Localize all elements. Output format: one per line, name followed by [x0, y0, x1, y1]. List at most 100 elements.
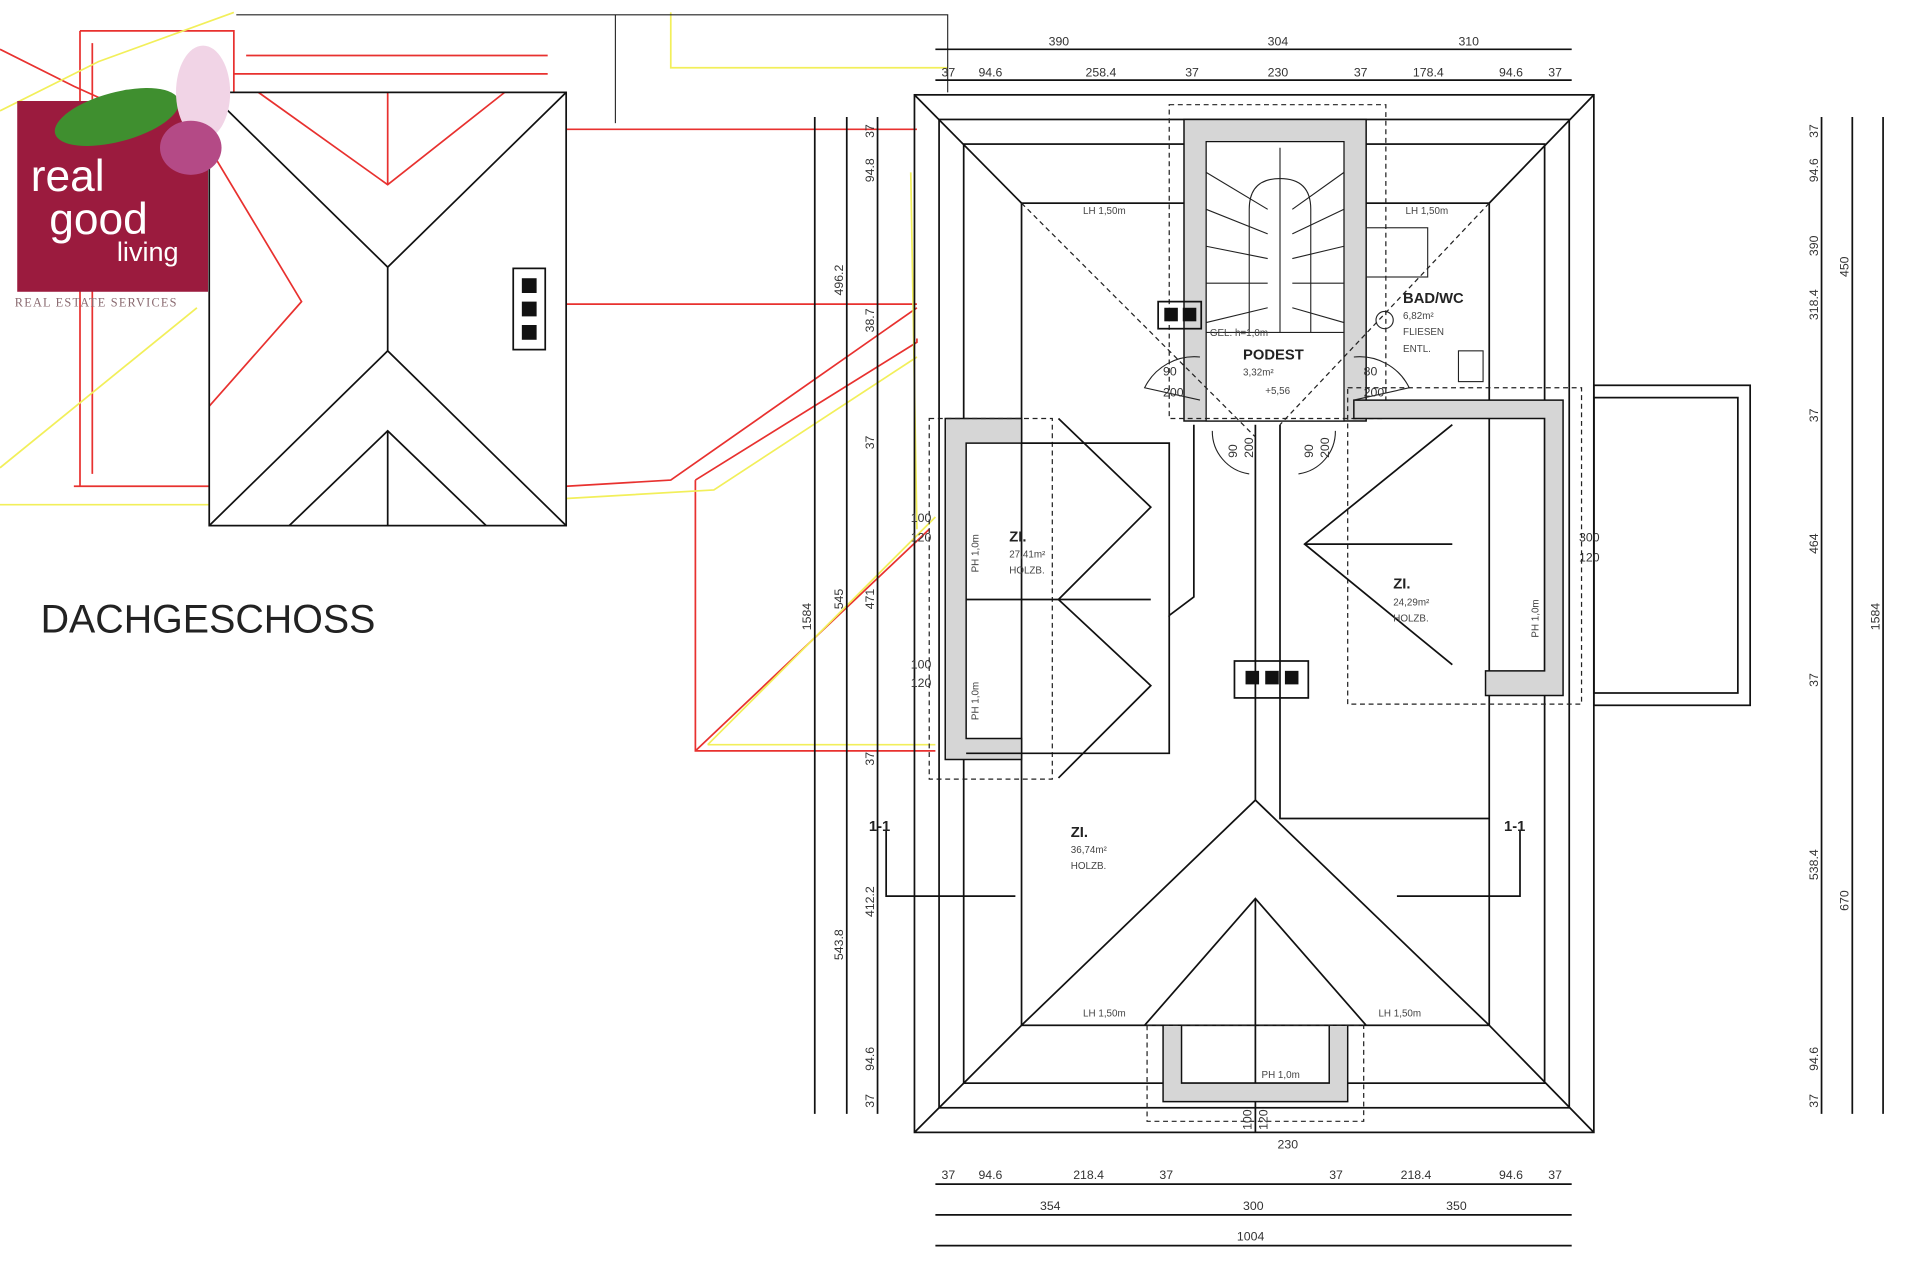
- dim-label: 300: [1243, 1199, 1264, 1213]
- staircase: [1205, 147, 1345, 333]
- dim-label: 94.6: [978, 65, 1002, 79]
- dim-label: 258.4: [1086, 65, 1117, 79]
- brand-logo: real good living REAL ESTATE SERVICES: [15, 45, 231, 310]
- dim-label: 38.7: [863, 308, 877, 332]
- window-height: 120: [911, 676, 932, 690]
- dim-label: 37: [1548, 1168, 1562, 1182]
- dim-label: 390: [1049, 35, 1070, 49]
- dim-label: 37: [1159, 1168, 1173, 1182]
- dim-label: 37: [942, 65, 956, 79]
- dim-label: 178.4: [1413, 65, 1444, 79]
- dim-label: 496.2: [832, 265, 846, 296]
- dim-label: 218.4: [1401, 1168, 1432, 1182]
- dim-label: 37: [1807, 408, 1821, 422]
- section-mark: 1-1: [1504, 819, 1525, 835]
- dim-label: 450: [1838, 256, 1852, 277]
- dim-label: 94.6: [978, 1168, 1002, 1182]
- dim-label: 545: [832, 589, 846, 610]
- room-floor: HOLZB.: [1071, 861, 1107, 872]
- dim-label: 230: [1268, 65, 1289, 79]
- dim-label: 1584: [800, 603, 814, 631]
- lh-note: LH 1,50m: [1378, 1009, 1421, 1020]
- dim-label: 94.6: [1499, 1168, 1523, 1182]
- dim-label: 37: [1807, 124, 1821, 138]
- room-area: 3,32m²: [1243, 367, 1274, 378]
- door-height: 200: [1163, 385, 1184, 399]
- logo-text-good: good: [49, 195, 148, 244]
- dim-label: 94.6: [1807, 158, 1821, 182]
- window-width: 100: [1241, 1109, 1255, 1130]
- logo-text-real: real: [31, 152, 105, 201]
- dim-label: 304: [1268, 35, 1289, 49]
- window-height: 120: [911, 531, 932, 545]
- ph-note: PH 1,0m: [970, 682, 981, 720]
- room-floor: FLIESEN: [1403, 327, 1444, 338]
- lh-note: LH 1,50m: [1406, 206, 1449, 217]
- room-floor: HOLZB.: [1009, 566, 1044, 577]
- main-building: [885, 93, 1752, 1134]
- dim-label: 471: [863, 589, 877, 610]
- page-title: DACHGESCHOSS: [41, 598, 376, 642]
- dim-label: 464: [1807, 533, 1821, 554]
- dim-label: 94.6: [863, 1047, 877, 1071]
- dimension-texts: 390 304 310 37 94.6 258.4 37 230 37 178.…: [800, 35, 1882, 1244]
- dim-label: 354: [1040, 1199, 1061, 1213]
- door-width: 90: [1302, 444, 1316, 458]
- room-area: 24,29m²: [1393, 598, 1430, 609]
- dim-label: 670: [1838, 890, 1852, 911]
- dim-label: 37: [863, 752, 877, 766]
- dim-label: 310: [1458, 35, 1479, 49]
- lh-note: LH 1,50m: [1083, 1009, 1126, 1020]
- window-height: 120: [1579, 550, 1600, 564]
- window-width: 100: [911, 511, 932, 525]
- dim-label: 94.8: [863, 158, 877, 182]
- room-area: 36,74m²: [1071, 845, 1108, 856]
- room-name: ZI.: [1071, 825, 1088, 841]
- logo-tagline: REAL ESTATE SERVICES: [15, 296, 178, 310]
- ph-note: PH 1,0m: [1262, 1070, 1300, 1081]
- dim-label: 218.4: [1073, 1168, 1104, 1182]
- dim-label: 318.4: [1807, 289, 1821, 320]
- ph-note: PH 1,0m: [970, 534, 981, 572]
- dimension-lines: [813, 48, 1884, 1247]
- dim-label: 37: [1185, 65, 1199, 79]
- dim-label: 37: [1807, 673, 1821, 687]
- room-area: 27,41m²: [1009, 550, 1046, 561]
- ph-note: PH 1,0m: [1530, 599, 1541, 637]
- dim-label: 350: [1446, 1199, 1467, 1213]
- room-name: ZI.: [1393, 576, 1410, 592]
- dim-label: 37: [942, 1168, 956, 1182]
- door-width: 90: [1163, 364, 1177, 378]
- dim-label: 37: [1329, 1168, 1343, 1182]
- room-name: BAD/WC: [1403, 291, 1464, 307]
- logo-text-living: living: [117, 236, 179, 267]
- dim-label: 37: [863, 435, 877, 449]
- lh-note: LH 1,50m: [1083, 206, 1126, 217]
- dim-label: 37: [1807, 1094, 1821, 1108]
- door-width: 90: [1226, 444, 1240, 458]
- door-height: 200: [1242, 437, 1256, 458]
- dim-label: 94.6: [1807, 1047, 1821, 1071]
- dim-label: 37: [1354, 65, 1368, 79]
- dim-label: 538.4: [1807, 849, 1821, 880]
- room-note: ENTL.: [1403, 344, 1431, 355]
- room-name: PODEST: [1243, 347, 1304, 363]
- dim-label: 37: [863, 1094, 877, 1108]
- door-height: 200: [1364, 385, 1385, 399]
- dim-label: 1584: [1868, 603, 1882, 631]
- dim-label: 543.8: [832, 929, 846, 960]
- railing-note: GEL. h=1,0m: [1210, 328, 1268, 339]
- dim-label: 412.2: [863, 886, 877, 917]
- dim-label: 390: [1807, 235, 1821, 256]
- room-labels: ZI. 27,41m² HOLZB. ZI. 24,29m² HOLZB. ZI…: [869, 206, 1542, 1081]
- dim-label: 1004: [1237, 1230, 1265, 1244]
- dim-label: 37: [1548, 65, 1562, 79]
- door-width: 80: [1364, 364, 1378, 378]
- window-width: 100: [911, 657, 932, 671]
- door-height: 200: [1318, 437, 1332, 458]
- section-mark: 1-1: [869, 819, 890, 835]
- window-width: 300: [1579, 531, 1600, 545]
- room-name: ZI.: [1009, 530, 1026, 546]
- opening-labels: 90 200 80 200 100 120 100 120 300 120 90…: [911, 364, 1600, 1129]
